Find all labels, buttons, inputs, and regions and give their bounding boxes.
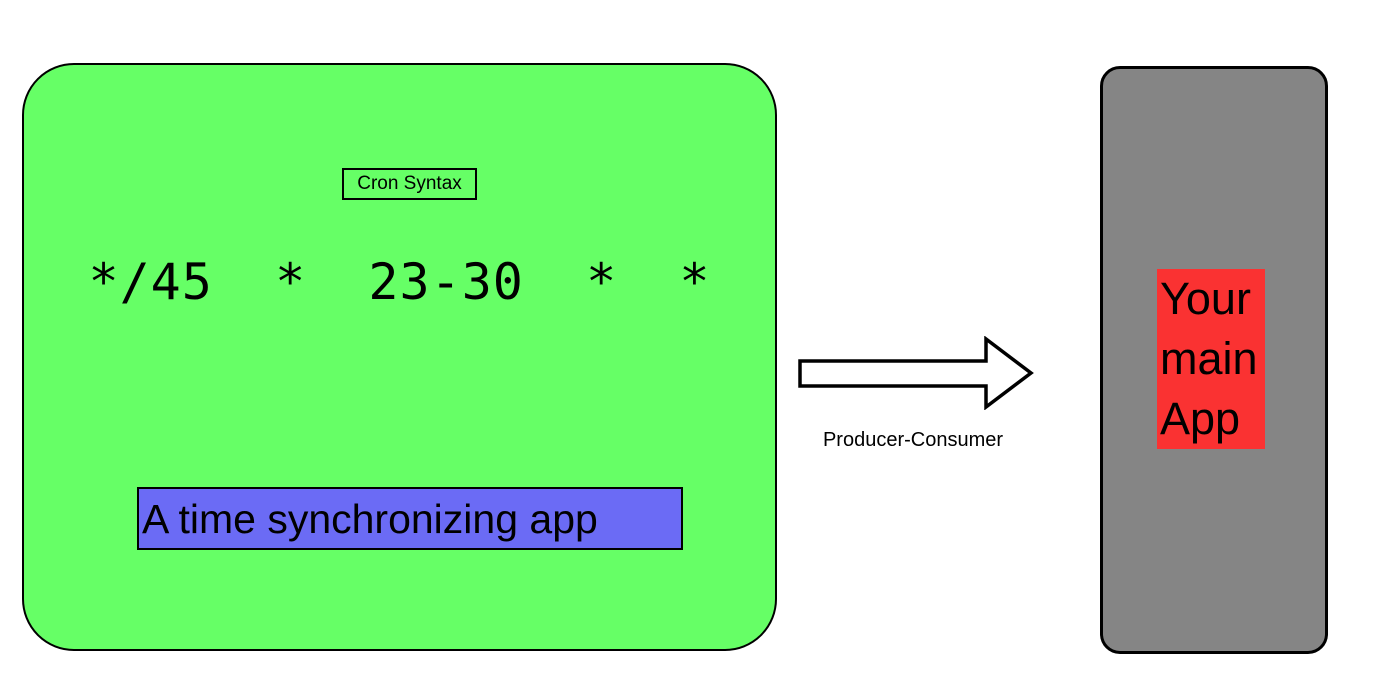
main-app-line-3: App (1160, 393, 1241, 444)
block-arrow-right-shape (798, 336, 1034, 410)
main-app-line-1: Your (1160, 273, 1251, 324)
block-arrow-right-icon (798, 336, 1034, 410)
cron-syntax-caption: Cron Syntax (342, 168, 477, 200)
scheduler-app-panel (22, 63, 777, 651)
cron-expression-text: */45 * 23-30 * * (88, 253, 711, 311)
main-app-line-2: main (1160, 333, 1258, 384)
app-description-box: A time synchronizing app (137, 487, 683, 550)
app-description-label: A time synchronizing app (142, 495, 598, 542)
main-app-box: Your main App (1157, 269, 1265, 449)
flow-arrow-label: Producer-Consumer (822, 429, 1004, 451)
